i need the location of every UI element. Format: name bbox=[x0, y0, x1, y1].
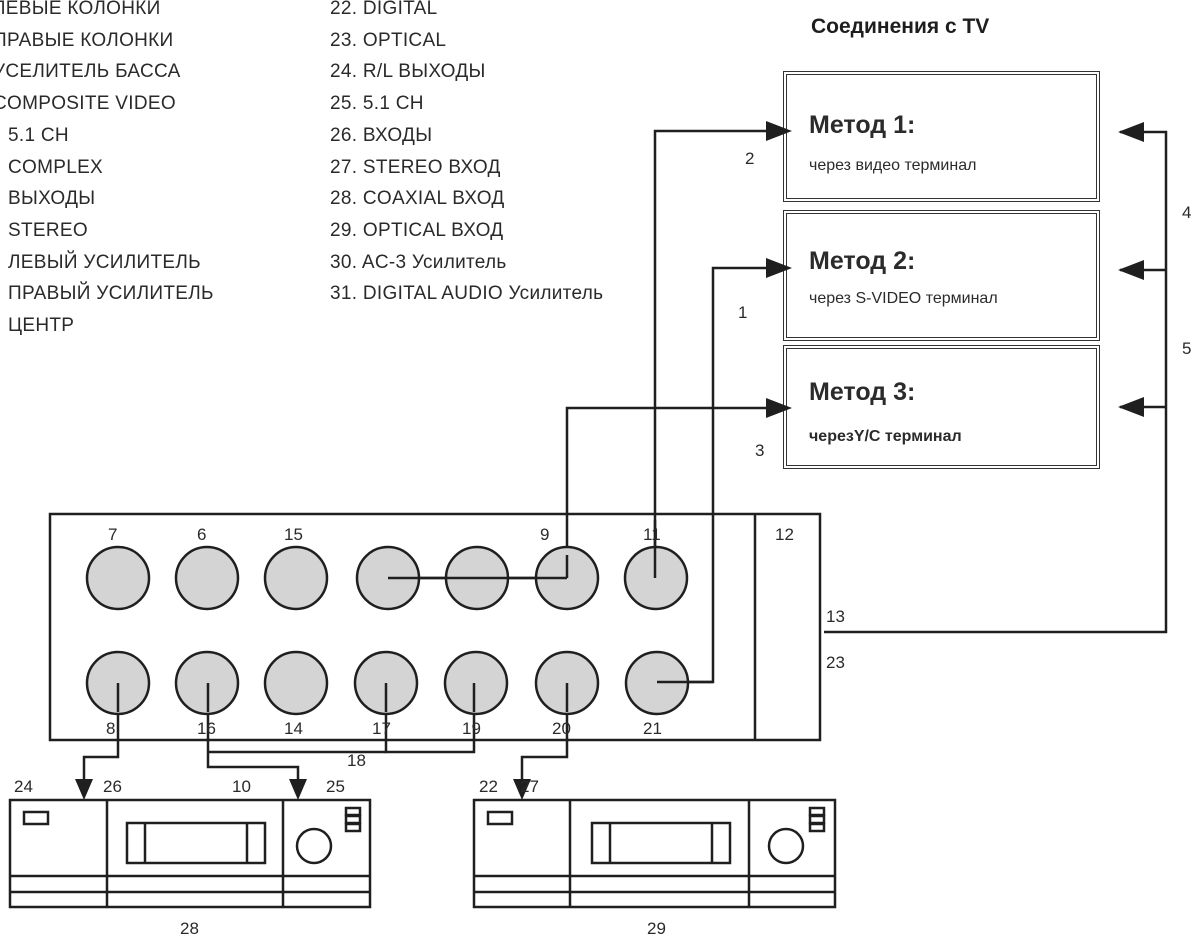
label-13: 13 bbox=[826, 607, 845, 626]
legend-left-item: ВЫХОДЫ bbox=[8, 188, 96, 210]
legend-right-item: 22. DIGITAL bbox=[330, 0, 438, 19]
label-20: 20 bbox=[552, 719, 571, 738]
jack-14 bbox=[263, 650, 329, 716]
legend-right-item: 31. DIGITAL AUDIO Усилитель bbox=[330, 283, 604, 305]
legend-right-column: 22. DIGITAL 23. OPTICAL 24. R/L ВЫХОДЫ 25. … bbox=[330, 0, 603, 310]
label-23: 23 bbox=[826, 653, 845, 672]
label-25: 25 bbox=[326, 777, 345, 796]
label-6: 6 bbox=[197, 525, 206, 544]
arrow-method-1 bbox=[766, 121, 792, 141]
label-5: 5 bbox=[1182, 339, 1191, 358]
wire-17-19 bbox=[384, 684, 476, 754]
jack-6 bbox=[174, 545, 240, 611]
label-16: 16 bbox=[197, 719, 216, 738]
method-3-description: черезY/C терминал bbox=[809, 428, 962, 445]
label-15: 15 bbox=[284, 525, 303, 544]
legend-left-item: 5.1 CH bbox=[8, 124, 69, 146]
label-2: 2 bbox=[745, 149, 754, 168]
legend-right-item: 25. 5.1 CH bbox=[330, 93, 424, 115]
wire-8 bbox=[82, 684, 120, 788]
arrow-bus-2 bbox=[1118, 260, 1144, 280]
label-1: 1 bbox=[738, 303, 747, 322]
arrow-right-device-in bbox=[513, 779, 531, 800]
label-21: 21 bbox=[643, 719, 662, 738]
label-26: 26 bbox=[103, 777, 122, 796]
label-18: 18 bbox=[347, 751, 366, 770]
jack-19 bbox=[443, 650, 509, 716]
arrow-bus-3 bbox=[1118, 397, 1144, 417]
legend-left-column: ЛЕВЫЕ КОЛОНКИ ПРАВЫЕ КОЛОНКИ УСЕЛИТЕЛЬ БАС… bbox=[0, 0, 214, 342]
wire-right-bus bbox=[824, 130, 1168, 634]
label-4: 4 bbox=[1182, 203, 1191, 222]
wire-20 bbox=[520, 684, 569, 788]
method-2-description: через S-VIDEO терминал bbox=[809, 290, 998, 307]
method-1-box: Метод 1: через видео терминал bbox=[783, 71, 1100, 202]
wire-16 bbox=[206, 684, 300, 788]
label-14: 14 bbox=[284, 719, 303, 738]
label-11: 11 bbox=[643, 525, 661, 544]
arrow-left-device-in bbox=[75, 779, 93, 800]
arrow-method-3 bbox=[766, 398, 792, 418]
legend-left-item: ПРАВЫЕ КОЛОНКИ bbox=[0, 29, 174, 51]
right-device bbox=[472, 798, 837, 909]
legend-right-item: 23. OPTICAL bbox=[330, 29, 447, 51]
label-29: 29 bbox=[647, 919, 666, 938]
label-17: 17 bbox=[372, 719, 391, 738]
legend-left-item: ЦЕНТР bbox=[8, 315, 75, 337]
wire-method-2 bbox=[665, 266, 780, 684]
wire-method-1 bbox=[653, 129, 780, 575]
legend-left-item: УСЕЛИТЕЛЬ БАССА bbox=[0, 61, 181, 83]
tv-connections-heading: Соединения с TV bbox=[811, 15, 990, 38]
method-2-title: Метод 2: bbox=[809, 247, 916, 275]
arrow-left-device-in-2 bbox=[289, 779, 307, 800]
label-8: 8 bbox=[106, 719, 115, 738]
label-28: 28 bbox=[180, 919, 199, 938]
method-2-box: Метод 2: через S-VIDEO терминал bbox=[783, 210, 1100, 341]
legend-right-item: 27. STEREO ВХОД bbox=[330, 156, 501, 178]
legend-right-item: 24. R/L ВЫХОДЫ bbox=[330, 61, 486, 83]
left-device bbox=[8, 798, 372, 909]
method-3-box: Метод 3: черезY/C терминал bbox=[783, 345, 1100, 469]
label-9: 9 bbox=[540, 525, 549, 544]
legend-right-item: 29. OPTICAL ВХОД bbox=[330, 219, 504, 241]
label-22: 22 bbox=[479, 777, 498, 796]
legend-left-item: COMPOSITE VIDEO bbox=[0, 93, 176, 115]
arrow-method-2 bbox=[766, 258, 792, 278]
jack-7 bbox=[85, 545, 151, 611]
label-10: 10 bbox=[232, 777, 251, 796]
label-12: 12 bbox=[775, 525, 794, 544]
legend-right-item: 28. COAXIAL ВХОД bbox=[330, 188, 505, 210]
receiver-back-panel bbox=[48, 512, 822, 742]
method-1-title: Метод 1: bbox=[809, 111, 916, 139]
label-27: 27 bbox=[520, 777, 539, 796]
legend-left-item: ЛЕВЫЕ КОЛОНКИ bbox=[0, 0, 161, 19]
legend-left-item: STEREO bbox=[8, 219, 88, 241]
arrow-bus-1 bbox=[1118, 122, 1144, 142]
method-3-title: Метод 3: bbox=[809, 378, 916, 406]
legend-left-item: ЛЕВЫЙ УСИЛИТЕЛЬ bbox=[8, 251, 201, 273]
label-7: 7 bbox=[108, 525, 117, 544]
legend-left-item: ПРАВЫЙ УСИЛИТЕЛЬ bbox=[8, 283, 214, 305]
method-1-description: через видео терминал bbox=[809, 157, 977, 174]
legend-right-item: 30. AC-3 Усилитель bbox=[330, 251, 507, 273]
legend-left-item: COMPLEX bbox=[8, 156, 104, 178]
jack-15 bbox=[263, 545, 329, 611]
label-24: 24 bbox=[14, 777, 33, 796]
label-19: 19 bbox=[462, 719, 481, 738]
label-3: 3 bbox=[755, 441, 764, 460]
legend-right-item: 26. ВХОДЫ bbox=[330, 124, 433, 146]
